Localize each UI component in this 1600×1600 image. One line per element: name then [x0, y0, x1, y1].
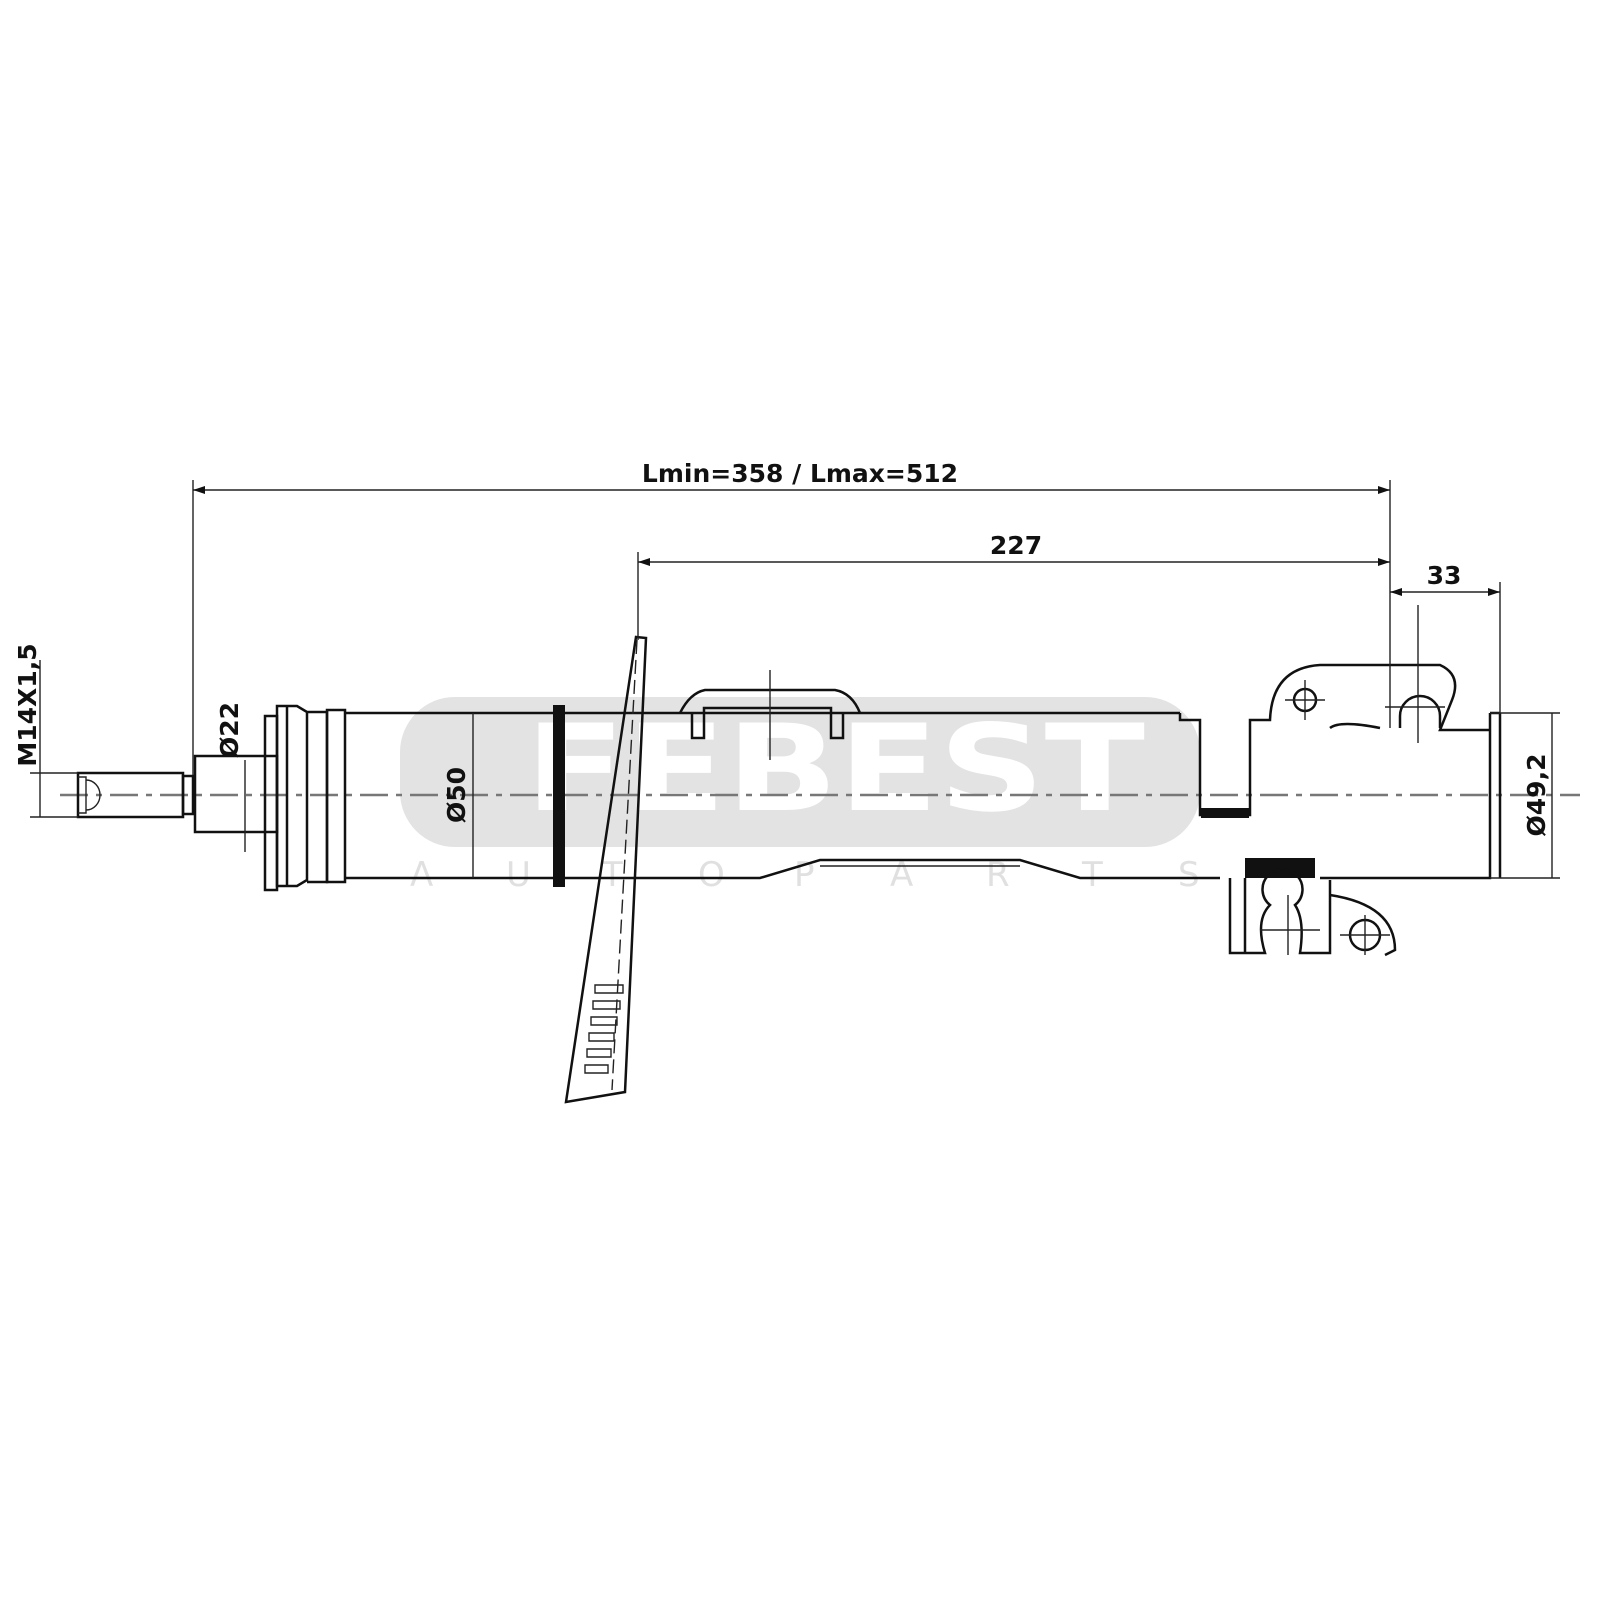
watermark-letter: U	[506, 855, 531, 895]
spring-plate	[564, 635, 648, 1104]
main-tube	[345, 711, 1220, 880]
thread-end	[76, 771, 195, 819]
lower-diameter-label: Ø49,2	[1522, 754, 1551, 837]
rod-diameter-label: Ø22	[215, 702, 244, 758]
plate-slot	[590, 1016, 618, 1026]
tube-diameter-label: Ø50	[442, 767, 471, 823]
watermark-letter: A	[890, 855, 913, 895]
plate-slot	[586, 1048, 612, 1058]
plate-slot	[592, 1000, 621, 1010]
watermark-letter: O	[698, 855, 725, 895]
watermark-letter: T	[601, 855, 623, 895]
watermark: FEBEST A U T O P A R T S	[400, 697, 1200, 895]
watermark-letter: P	[794, 855, 815, 895]
overall-length-label: Lmin=358 / Lmax=512	[642, 459, 958, 488]
watermark-letter: A	[410, 855, 433, 895]
dimension-lines	[30, 480, 1560, 879]
watermark-brand: FEBEST	[525, 700, 1145, 839]
watermark-letter: S	[1178, 855, 1200, 895]
thread-label: M14X1,5	[13, 643, 42, 766]
plate-slot	[594, 984, 624, 994]
spring-seat-ring	[553, 705, 565, 887]
knuckle-bracket	[1178, 605, 1502, 957]
plate-slot	[584, 1064, 609, 1074]
top-cap	[263, 704, 347, 892]
body-length-label: 227	[990, 531, 1042, 560]
bracket-offset-label: 33	[1427, 561, 1462, 590]
plate-slot	[588, 1032, 615, 1042]
watermark-letter: T	[1081, 855, 1103, 895]
watermark-letter: R	[986, 855, 1010, 895]
